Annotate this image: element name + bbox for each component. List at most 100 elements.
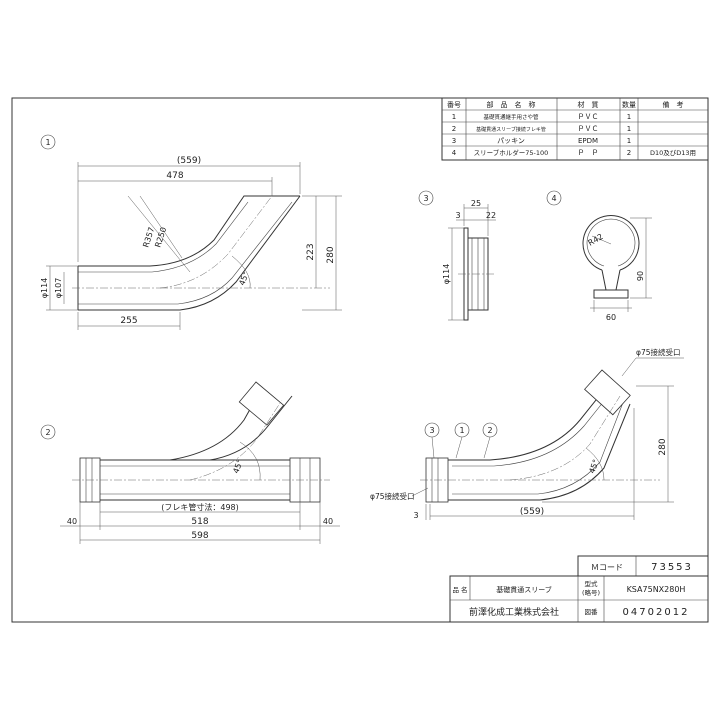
leader-line (621, 357, 637, 377)
radius-leader (127, 195, 191, 273)
view-1-bend-pipe: 1 R357 R250 45° (559) 478 255 (40, 134, 342, 330)
table-header-note: 備 考 (663, 100, 684, 109)
bend-outline (489, 389, 605, 461)
center-line (509, 395, 621, 481)
dim-right: 40 (323, 517, 333, 526)
pipe-outline-upper (78, 195, 300, 267)
dim-d-out: φ114 (40, 278, 49, 299)
table-row-qty: 1 (627, 113, 631, 121)
model-value: KSA75NX280H (627, 585, 686, 594)
holder-ring (582, 214, 640, 271)
table-row-material: Ｐ Ｐ (578, 149, 599, 157)
drawing-frame (11, 97, 709, 623)
radius-leader (139, 195, 183, 259)
view-marker-label: 1 (45, 138, 50, 147)
dim-b: 22 (486, 211, 496, 220)
dim-left: 40 (67, 517, 77, 526)
table-row-material: ＰＶＣ (578, 113, 599, 121)
view-3-packing: 3 25 3 22 φ114 (418, 190, 496, 321)
view-marker-label: 4 (551, 194, 556, 203)
table-row-qty: 1 (627, 125, 631, 133)
dim-d-in: φ107 (54, 278, 63, 299)
dim-r: R42 (587, 232, 605, 248)
part-marker-label: 1 (459, 426, 464, 435)
view-marker-label: 3 (423, 194, 428, 203)
branch-outline (169, 387, 263, 461)
dim-h2: 280 (326, 246, 336, 263)
view-marker-label: 2 (45, 428, 50, 437)
assembly-view: 3 1 2 45° φ75接続受口 φ75接続受口 280 (370, 347, 684, 520)
bend-outline (539, 403, 631, 501)
bend-inner-line (452, 395, 609, 467)
dim-h1: 223 (306, 243, 316, 260)
drawing-value: 04702012 (623, 607, 690, 618)
dim-w: 60 (606, 313, 616, 322)
dim-total: 598 (191, 531, 208, 541)
dim-d: φ114 (442, 264, 451, 285)
radius-leader (591, 235, 612, 245)
view-marker (40, 424, 56, 440)
dim-bottom: 255 (120, 316, 137, 326)
angle-arc (239, 441, 261, 481)
dim-angle: 45° (237, 270, 250, 286)
label-top-mouth: φ75接続受口 (636, 347, 681, 357)
mcode-value: 73553 (651, 562, 693, 573)
bend-inner-line (452, 399, 625, 495)
leader-line (483, 436, 491, 459)
center-line (189, 399, 283, 481)
table-row-name: 基礎貫通継手用さや管 (483, 113, 539, 121)
dim-flex: (フレキ管寸法：498) (161, 502, 239, 512)
table-row-name: スリーブホルダー75-100 (474, 148, 549, 157)
table-row-no: 1 (452, 113, 456, 121)
table-row-name: 基礎貫通スリーブ接続フレキ管 (476, 126, 546, 133)
angle-arc (231, 255, 251, 289)
view-marker (546, 190, 562, 206)
dim-a: 3 (455, 211, 460, 220)
holder-ring-inner (586, 218, 636, 267)
table-header-no: 番号 (447, 101, 461, 109)
dim-h: 280 (658, 438, 668, 455)
holder-base (593, 289, 629, 299)
leader-line (411, 487, 429, 497)
angle-arc (585, 447, 605, 481)
parts-table: 番号 部 品 名 称 材 質 数量 備 考 1 基礎貫通継手用さや管 ＰＶＣ 1… (441, 97, 709, 161)
table-row-no: 4 (452, 149, 457, 157)
view-4-sleeve-holder: 4 R42 90 60 (546, 190, 652, 322)
table-row-qty: 2 (627, 149, 631, 157)
table-row-no: 3 (452, 137, 456, 145)
name-value: 基礎貫通スリーブ (496, 585, 552, 594)
dim-total: (559) (177, 156, 201, 166)
table-row-material: ＰＶＣ (578, 125, 599, 133)
drawing-label: 図番 (585, 608, 599, 616)
label-side-mouth: φ75接続受口 (370, 491, 415, 501)
table-header-name: 部 品 名 称 (487, 100, 536, 109)
table-header-material: 材 質 (578, 100, 599, 109)
name-label: 品 名 (452, 585, 467, 594)
model-label: 型式 (585, 579, 599, 588)
table-row-name: パッキン (497, 137, 525, 145)
dim-w: 25 (471, 199, 481, 208)
pipe-inner-line (78, 201, 293, 305)
mcode-label: Ｍコード (591, 563, 623, 572)
top-socket (584, 369, 631, 416)
dim-upper: 478 (166, 171, 183, 181)
part-marker-label: 3 (429, 426, 434, 435)
table-row-material: EPDM (578, 137, 598, 145)
holder-leg (601, 269, 621, 291)
view-marker (418, 190, 434, 206)
branch-socket (238, 381, 285, 426)
leader-line (455, 436, 463, 459)
title-block: Ｍコード 73553 品 名 基礎貫通スリーブ 型式 (略号) KSA75NX2… (449, 555, 709, 623)
leader-line (431, 436, 435, 459)
table-row-qty: 1 (627, 137, 631, 145)
pipe-inner-line (78, 201, 249, 273)
center-line (159, 195, 273, 289)
branch-outline (209, 395, 293, 461)
dim-inner: 518 (191, 517, 208, 527)
table-header-qty: 数量 (622, 100, 636, 109)
table-row-no: 2 (452, 125, 456, 133)
part-marker-label: 2 (487, 426, 492, 435)
dim-angle: 45° (231, 458, 244, 474)
company-name: 前澤化成工業株式会社 (469, 606, 559, 618)
